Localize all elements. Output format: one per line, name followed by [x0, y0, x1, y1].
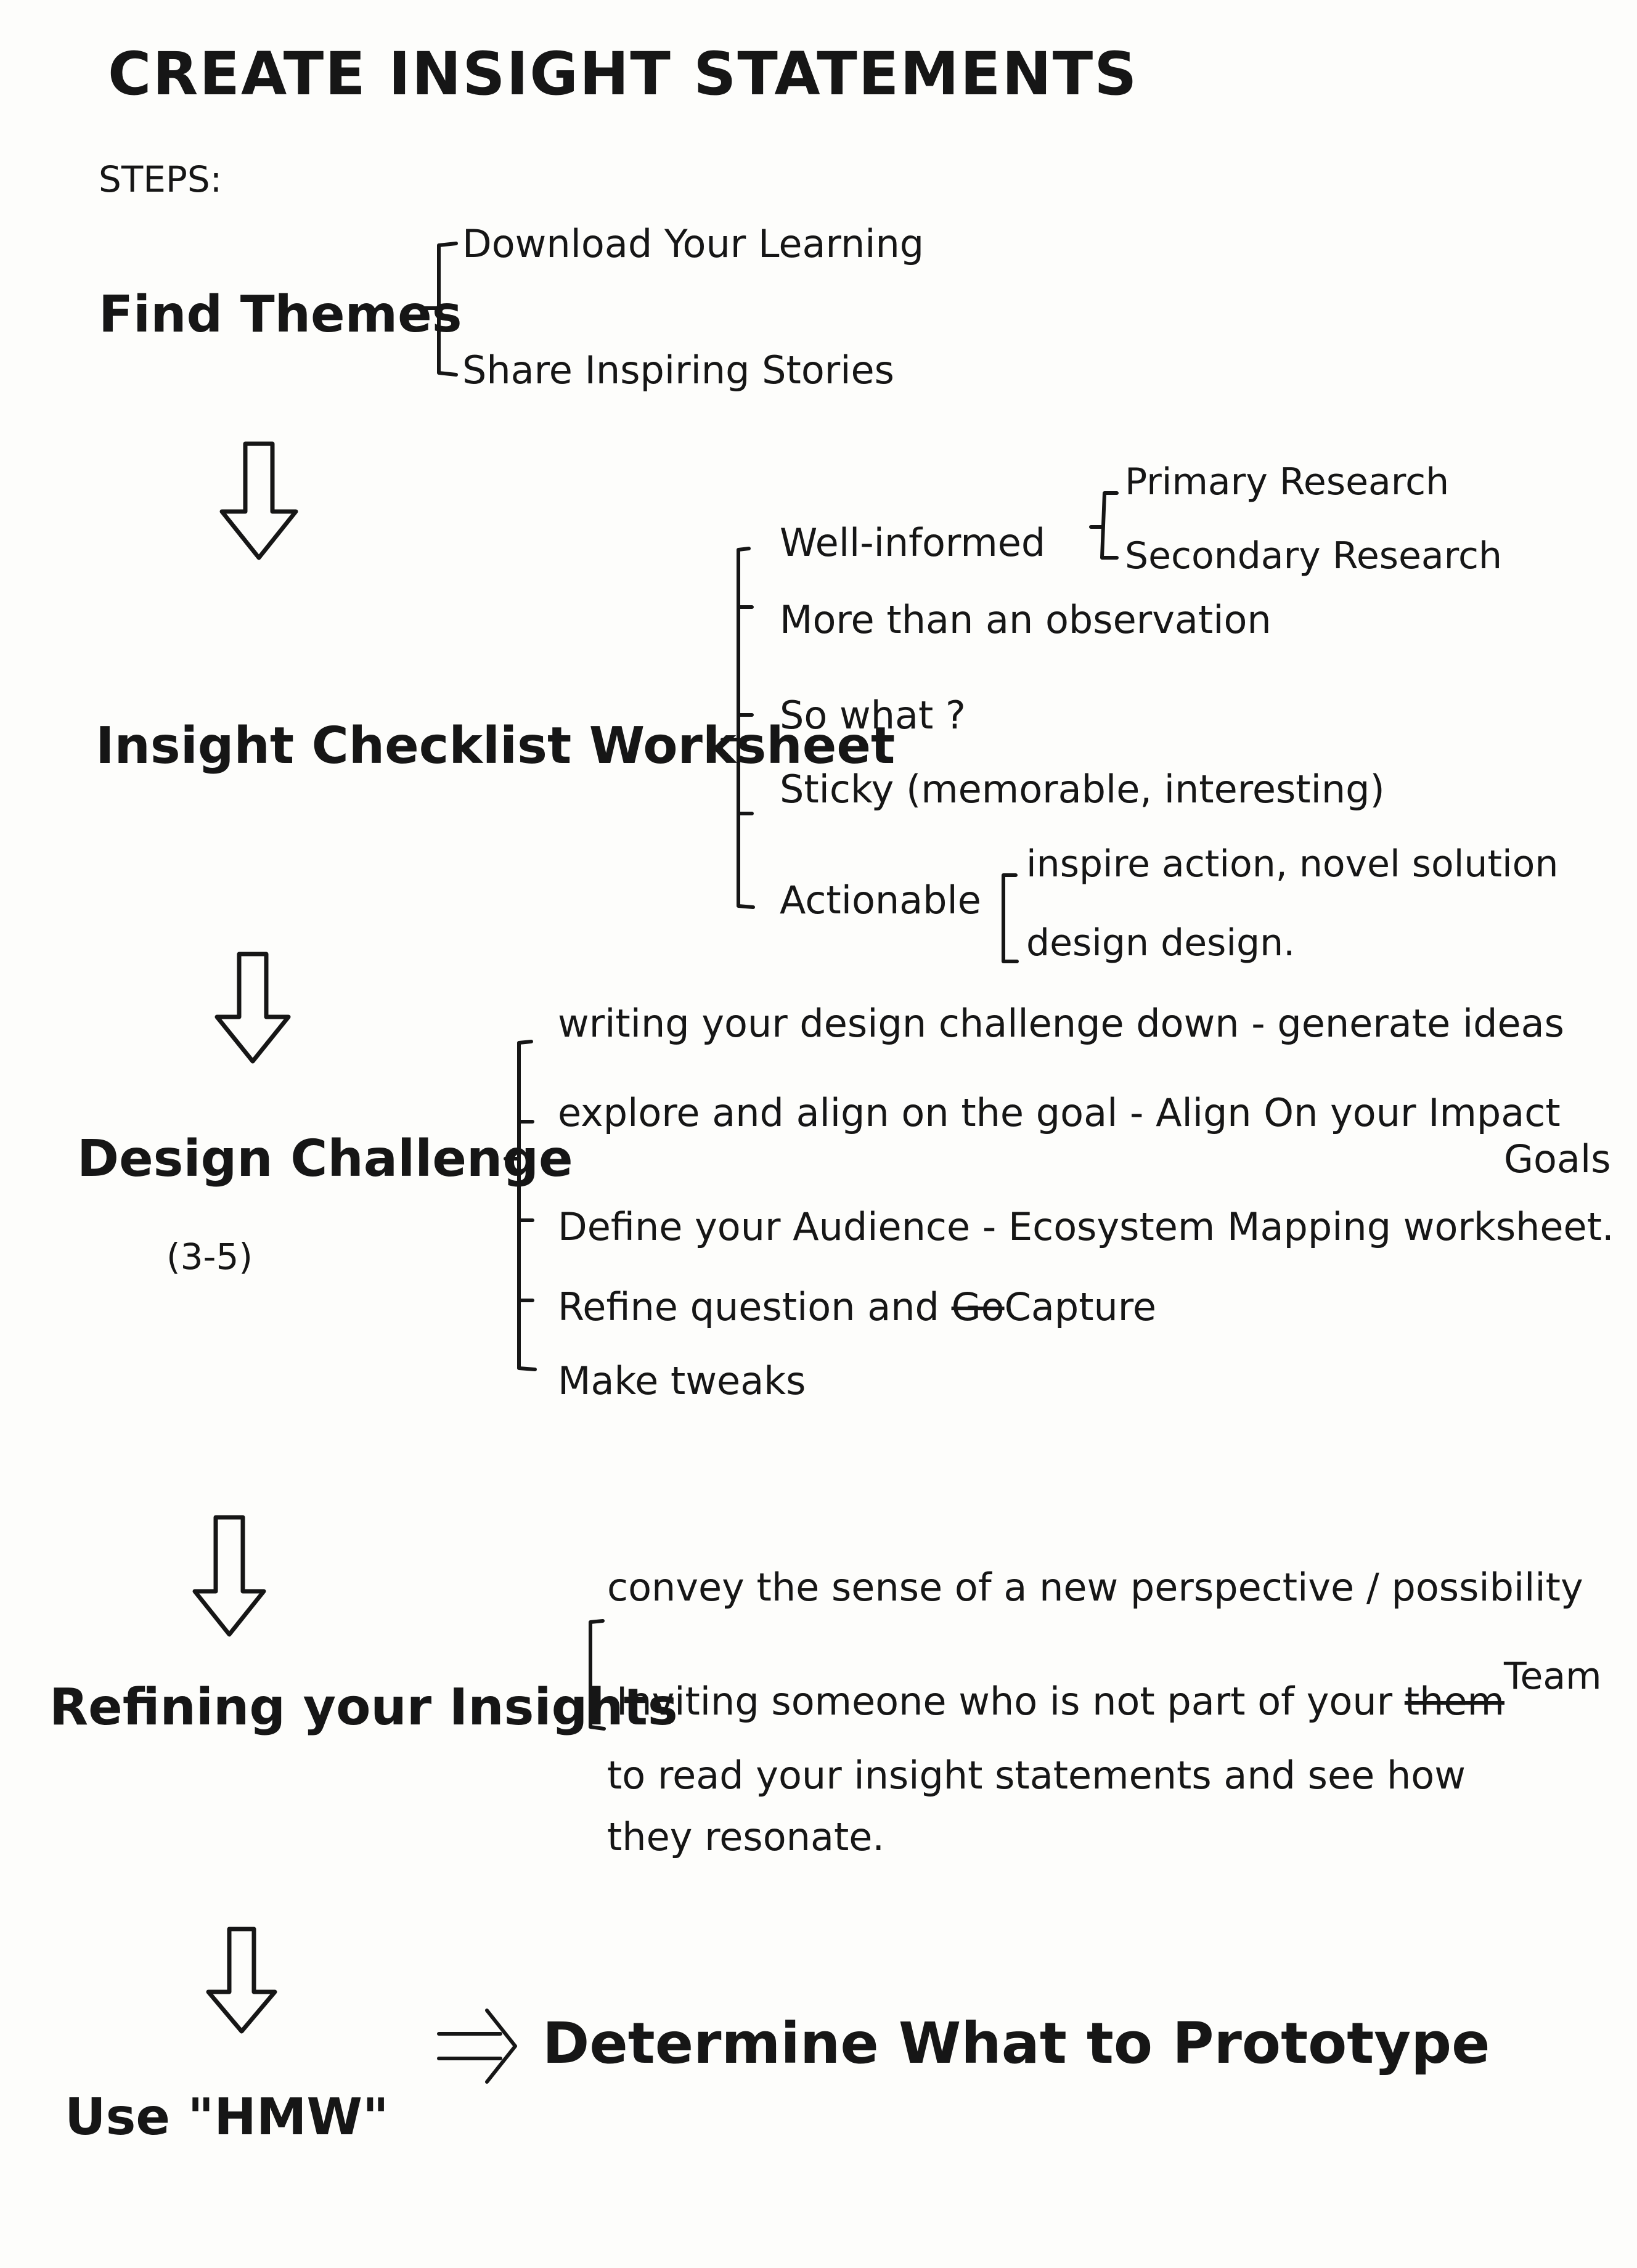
- steps-label: STEPS:: [99, 158, 222, 200]
- design-challenge-item-5: Make tweaks: [558, 1358, 806, 1403]
- refining-line-2-text: Inviting someone who is not part of your: [616, 1679, 1393, 1724]
- actionable-sub-bracket: [1002, 873, 1019, 963]
- find-themes-bracket: [423, 242, 458, 377]
- well-informed-primary: Primary Research: [1125, 460, 1450, 504]
- item-4-text-2: Capture: [1004, 1284, 1157, 1329]
- down-arrow-icon: [214, 952, 291, 1064]
- find-themes-item-1: Download Your Learning: [462, 221, 925, 266]
- design-challenge-item-3: Define your Audience - Ecosystem Mapping…: [558, 1204, 1614, 1249]
- design-challenge-item-2-cont: Goals: [1504, 1136, 1611, 1181]
- refining-line-2: Inviting someone who is not part of your…: [616, 1683, 1504, 1721]
- checklist-more-than: More than an observation: [780, 597, 1272, 642]
- well-informed-sub-bracket: [1089, 491, 1119, 560]
- find-themes-label: Find Themes: [99, 285, 462, 344]
- refining-line-1: convey the sense of a new perspective / …: [607, 1565, 1583, 1610]
- checklist-so-what: So what ?: [780, 693, 966, 738]
- find-themes-item-2: Share Inspiring Stories: [462, 348, 894, 393]
- refining-label: Refining your Insights: [49, 1678, 678, 1737]
- well-informed-secondary: Secondary Research: [1125, 534, 1503, 577]
- insight-checklist-label: Insight Checklist Worksheet: [96, 717, 896, 775]
- design-challenge-count: (3-5): [166, 1236, 253, 1278]
- item-4-struck-text: Go: [951, 1284, 1005, 1329]
- refining-line-3: to read your insight statements and see …: [607, 1753, 1466, 1798]
- refining-line-4: they resonate.: [607, 1814, 885, 1859]
- item-4-text: Refine question and: [558, 1284, 939, 1329]
- down-arrow-icon: [219, 441, 298, 560]
- design-challenge-label: Design Challenge: [77, 1130, 573, 1188]
- refining-struck-word: them: [1404, 1679, 1504, 1724]
- down-arrow-icon: [192, 1515, 266, 1637]
- checklist-well-informed: Well-informed: [780, 520, 1046, 565]
- actionable-sub-1: inspire action, novel solution: [1026, 842, 1559, 886]
- use-hmw-label: Use "HMW": [65, 2088, 389, 2147]
- determine-label: Determine What to Prototype: [542, 2010, 1490, 2076]
- checklist-actionable: Actionable: [780, 878, 981, 923]
- design-challenge-bracket: [504, 1040, 537, 1371]
- checklist-sticky: Sticky (memorable, interesting): [780, 767, 1385, 812]
- refining-correction: Team: [1504, 1655, 1602, 1698]
- design-challenge-item-4: Refine question and GoCapture: [558, 1288, 1156, 1326]
- checklist-bracket: [721, 547, 755, 909]
- right-arrow-icon: [437, 2009, 517, 2084]
- design-challenge-item-1: writing your design challenge down - gen…: [558, 1001, 1564, 1046]
- design-challenge-item-2: explore and align on the goal - Align On…: [558, 1090, 1561, 1135]
- actionable-sub-2: design design.: [1026, 921, 1296, 965]
- refining-bracket: [589, 1619, 606, 1731]
- page-title: CREATE INSIGHT STATEMENTS: [108, 39, 1138, 108]
- down-arrow-icon: [206, 1927, 277, 2034]
